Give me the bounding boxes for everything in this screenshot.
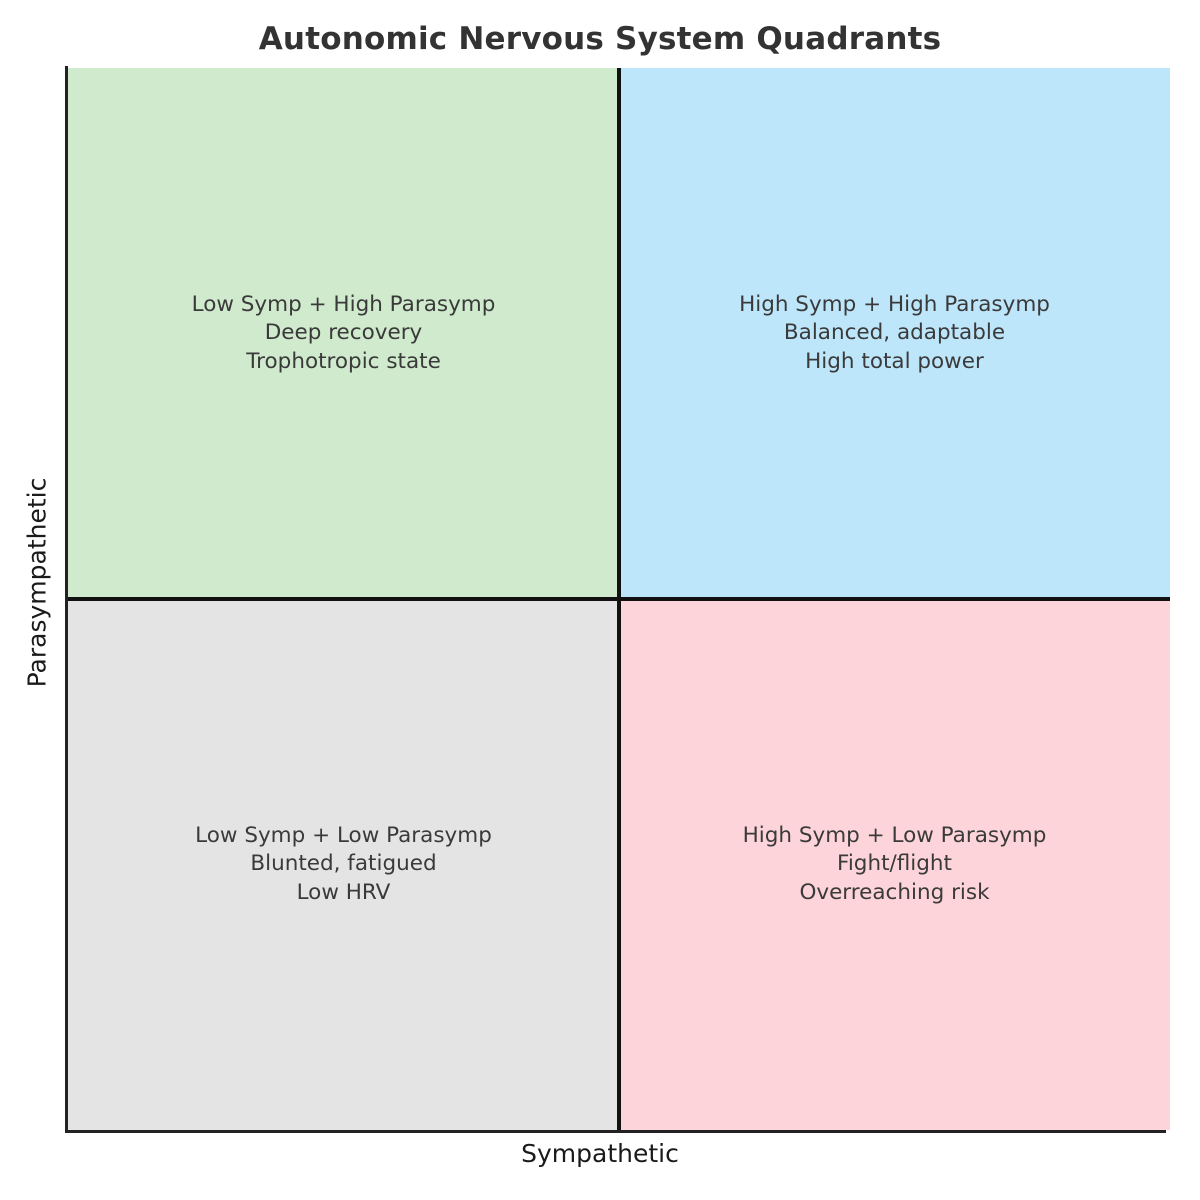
y-axis-label: Parasympathetic: [22, 477, 52, 688]
quadrant-bottom-left: Low Symp + Low Parasymp Blunted, fatigue…: [68, 599, 619, 1130]
quadrant-top-left: Low Symp + High Parasymp Deep recovery T…: [68, 68, 619, 599]
quadrant-bottom-right: High Symp + Low Parasymp Fight/flight Ov…: [619, 599, 1170, 1130]
page-title: Autonomic Nervous System Quadrants: [258, 21, 942, 57]
quadrant-top-right-text: High Symp + High Parasymp Balanced, adap…: [739, 291, 1050, 374]
quadrant-top-left-text: Low Symp + High Parasymp Deep recovery T…: [191, 291, 496, 374]
quadrant-bottom-left-text: Low Symp + Low Parasymp Blunted, fatigue…: [195, 822, 492, 905]
quadrant-top-right: High Symp + High Parasymp Balanced, adap…: [619, 68, 1170, 599]
axis-spine-left: [65, 66, 68, 1133]
quadrant-bottom-right-text: High Symp + Low Parasymp Fight/flight Ov…: [742, 822, 1047, 905]
axis-spine-bottom: [65, 1130, 1166, 1133]
plot-area: Low Symp + High Parasymp Deep recovery T…: [68, 68, 1170, 1130]
quadrant-divider-horizontal: [68, 597, 1170, 601]
x-axis-label: Sympathetic: [521, 1139, 679, 1168]
